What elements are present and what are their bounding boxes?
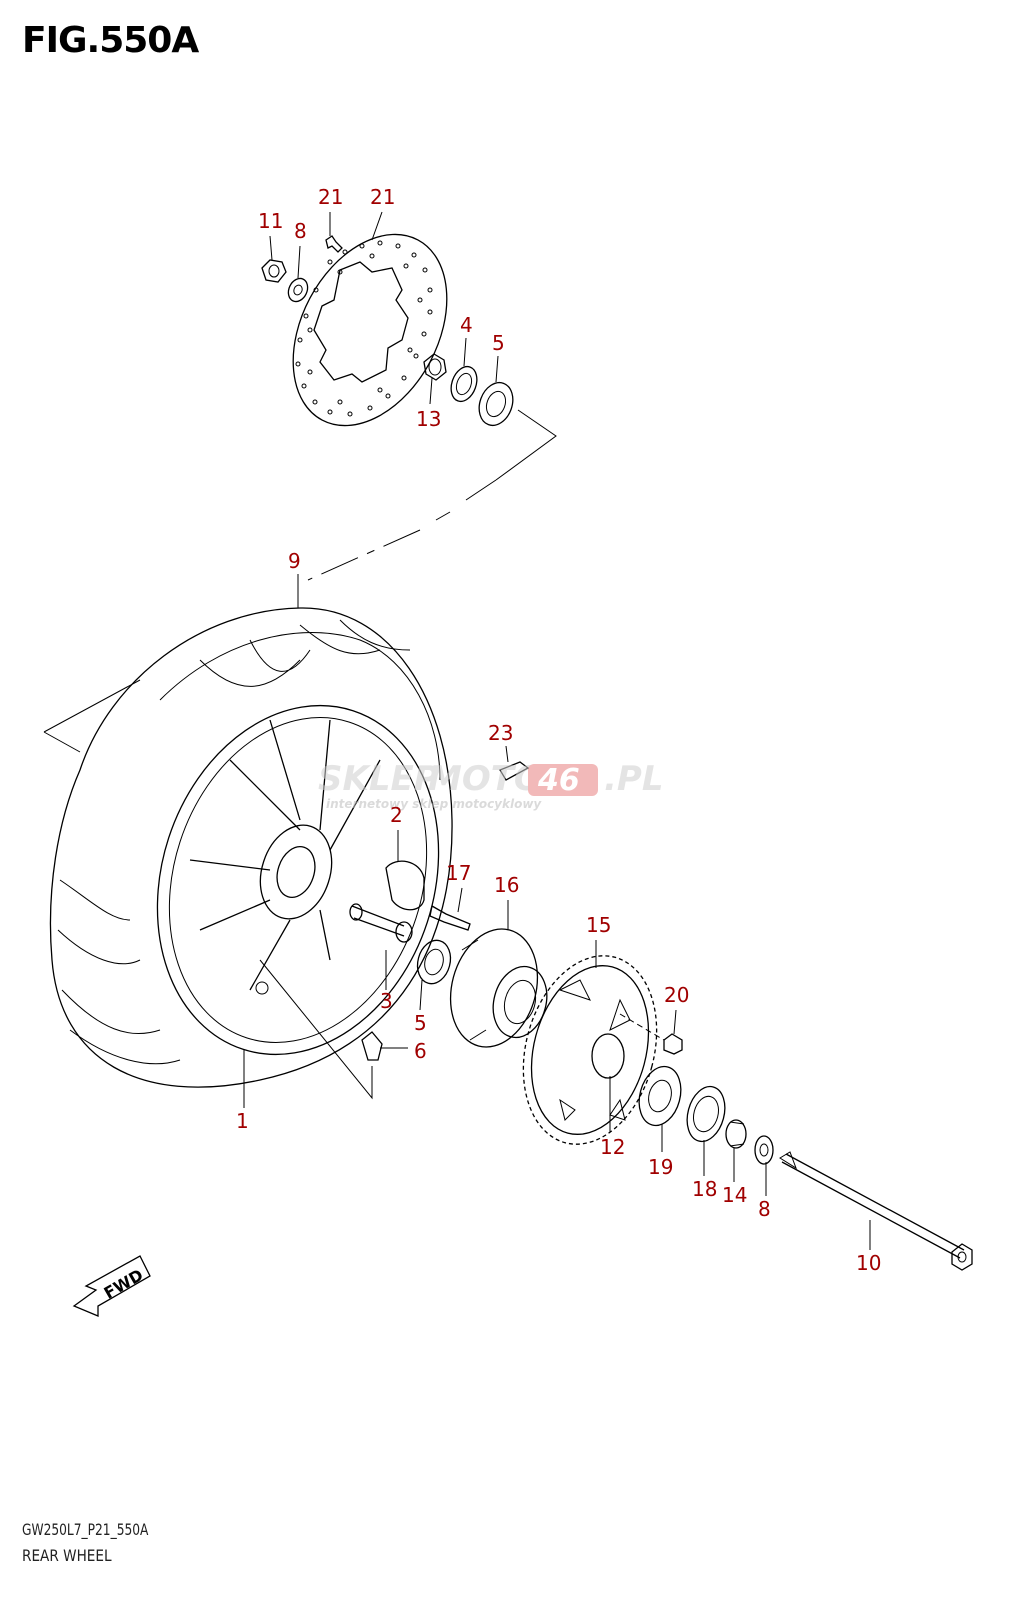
figure-name: REAR WHEEL xyxy=(22,1546,112,1565)
callout-19[interactable]: 19 xyxy=(648,1155,673,1179)
callouts: 9 21 21 11 8 4 5 13 23 2 17 16 15 20 3 5… xyxy=(236,185,881,1275)
callout-9[interactable]: 8 xyxy=(758,1197,771,1221)
wheel-bearing-left[interactable] xyxy=(473,378,518,430)
callout-5a[interactable]: 5 xyxy=(492,331,505,355)
callout-leaders xyxy=(243,211,871,1250)
callout-17[interactable]: 17 xyxy=(446,861,471,885)
rear-wheel-rim[interactable] xyxy=(114,669,483,1100)
tire-valve[interactable] xyxy=(361,1031,383,1061)
watermark-c: 46 xyxy=(537,763,580,798)
watermark-b: MOTO xyxy=(428,759,543,799)
callout-6[interactable]: 6 xyxy=(414,1039,427,1063)
rear-tire[interactable] xyxy=(43,607,453,1088)
callout-18[interactable]: 18 xyxy=(692,1177,717,1201)
callout-8[interactable]: 8 xyxy=(294,219,307,243)
hub-spacer[interactable] xyxy=(423,353,447,381)
sprocket-stud-bolt[interactable] xyxy=(429,904,471,931)
callout-20[interactable]: 20 xyxy=(664,983,689,1007)
callout-7[interactable]: 9 xyxy=(288,549,301,573)
callout-10[interactable]: 10 xyxy=(856,1251,881,1275)
figure-title: FIG.550A xyxy=(22,20,199,61)
rear-axle[interactable] xyxy=(779,1151,973,1271)
callout-21[interactable]: 21 xyxy=(370,185,395,209)
drum-oil-seal[interactable] xyxy=(681,1082,730,1145)
axle-spacer[interactable] xyxy=(349,903,413,943)
callout-11[interactable]: 11 xyxy=(258,209,283,233)
drum-spacer[interactable] xyxy=(725,1119,747,1149)
joint-rubber[interactable] xyxy=(499,761,530,781)
sprocket-nut[interactable] xyxy=(619,1013,683,1055)
callout-4[interactable]: 4 xyxy=(460,313,473,337)
fwd-arrow-icon: FWD xyxy=(72,1255,151,1317)
callout-1[interactable]: 1 xyxy=(236,1109,249,1133)
rear-sprocket[interactable] xyxy=(503,941,676,1160)
callout-5b[interactable]: 5 xyxy=(414,1011,427,1035)
callout-14[interactable]: 14 xyxy=(722,1183,747,1207)
fwd-label: FWD xyxy=(101,1265,147,1302)
watermark-tagline: internetowy sklep motocyklowy xyxy=(326,797,542,811)
disc-bolt[interactable] xyxy=(325,235,343,253)
sprocket-mounting-drum[interactable] xyxy=(438,919,555,1057)
callout-13[interactable]: 13 xyxy=(416,407,441,431)
callout-12[interactable]: 12 xyxy=(600,1135,625,1159)
callout-16[interactable]: 16 xyxy=(494,873,519,897)
watermark: SKLEP MOTO 46 .PL internetowy sklep moto… xyxy=(318,759,664,811)
callout-22[interactable]: 21 xyxy=(318,185,343,209)
callout-23[interactable]: 23 xyxy=(488,721,513,745)
axle-washer[interactable] xyxy=(754,1135,774,1165)
wheel-damper[interactable] xyxy=(385,860,425,911)
brake-disc[interactable] xyxy=(262,208,478,452)
drum-bearing[interactable] xyxy=(633,1062,687,1130)
oil-seal[interactable] xyxy=(447,363,482,405)
callout-2[interactable]: 2 xyxy=(390,803,403,827)
disc-washer[interactable] xyxy=(285,275,311,304)
watermark-d: .PL xyxy=(604,759,664,799)
disc-nut[interactable] xyxy=(261,259,287,283)
callout-15[interactable]: 15 xyxy=(586,913,611,937)
callout-3[interactable]: 3 xyxy=(380,989,393,1013)
model-code: GW250L7_P21_550A xyxy=(22,1520,149,1539)
wheel-bearing-right[interactable] xyxy=(413,937,455,988)
watermark-badge xyxy=(528,764,598,796)
watermark-a: SKLEP xyxy=(318,759,439,799)
